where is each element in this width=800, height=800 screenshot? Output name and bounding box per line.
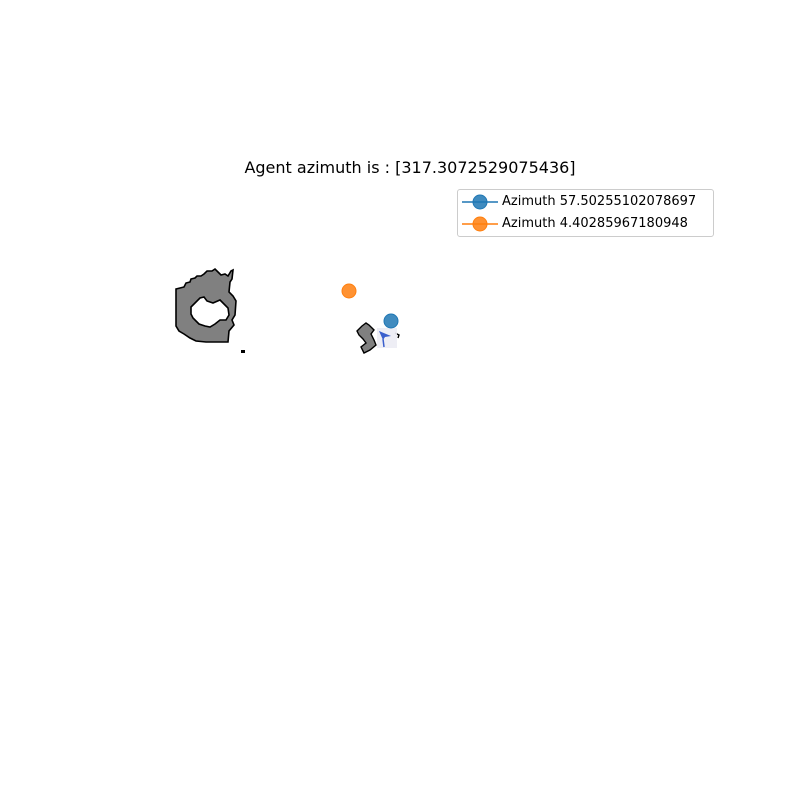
agent-arrow-icon [379,331,391,340]
legend-label-2: Azimuth 4.40285967180948 [502,216,688,231]
legend-entry-2: Azimuth 4.40285967180948 [458,214,713,234]
legend: Azimuth 57.50255102078697 Azimuth 4.4028… [457,189,714,237]
obstacle-region-large [175,267,237,343]
explored-area [377,328,397,348]
legend-marker-2-icon [462,216,498,232]
legend-label-1: Azimuth 57.50255102078697 [502,194,697,209]
agent-heading [382,338,385,348]
legend-entry-1: Azimuth 57.50255102078697 [458,192,713,212]
obstacle-region-small [356,322,377,354]
azimuth-marker-1 [383,313,399,329]
azimuth-marker-2 [341,283,357,299]
obstacle-speck [241,350,245,353]
figure-title: Agent azimuth is : [317.3072529075436] [244,158,576,177]
legend-marker-1-icon [462,194,498,210]
